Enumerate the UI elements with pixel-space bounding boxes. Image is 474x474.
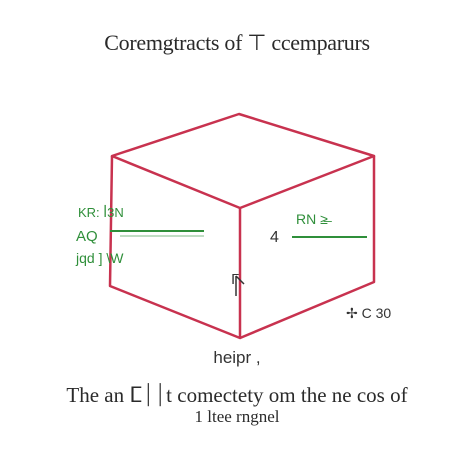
caption-line-2: 1 ltee rngnel [194, 407, 280, 426]
front-edge-mark [235, 275, 245, 296]
left-mid-label: AQ [76, 228, 98, 245]
cube-right-face [239, 156, 376, 340]
caption-line-1: The an ⵎ⏐⏐t comectety om the ne cos of [66, 383, 408, 407]
left-bottom-label: jqd ] \W [76, 250, 124, 266]
side-note-label: ✢ C 30 [346, 305, 392, 321]
right-top-label: RN ≥̶ [296, 211, 328, 227]
left-top-label: KR: ꟾ3N [78, 205, 124, 220]
cube-top-face [110, 112, 376, 210]
under-cube-label: heipr , [213, 348, 261, 367]
right-number-label: 4 [270, 229, 279, 246]
cube-left-face [108, 155, 242, 340]
corner-mark-label: ᒥ [231, 271, 239, 287]
diagram-title: Coremgtracts of ⊤ ccemparurs [104, 30, 370, 55]
